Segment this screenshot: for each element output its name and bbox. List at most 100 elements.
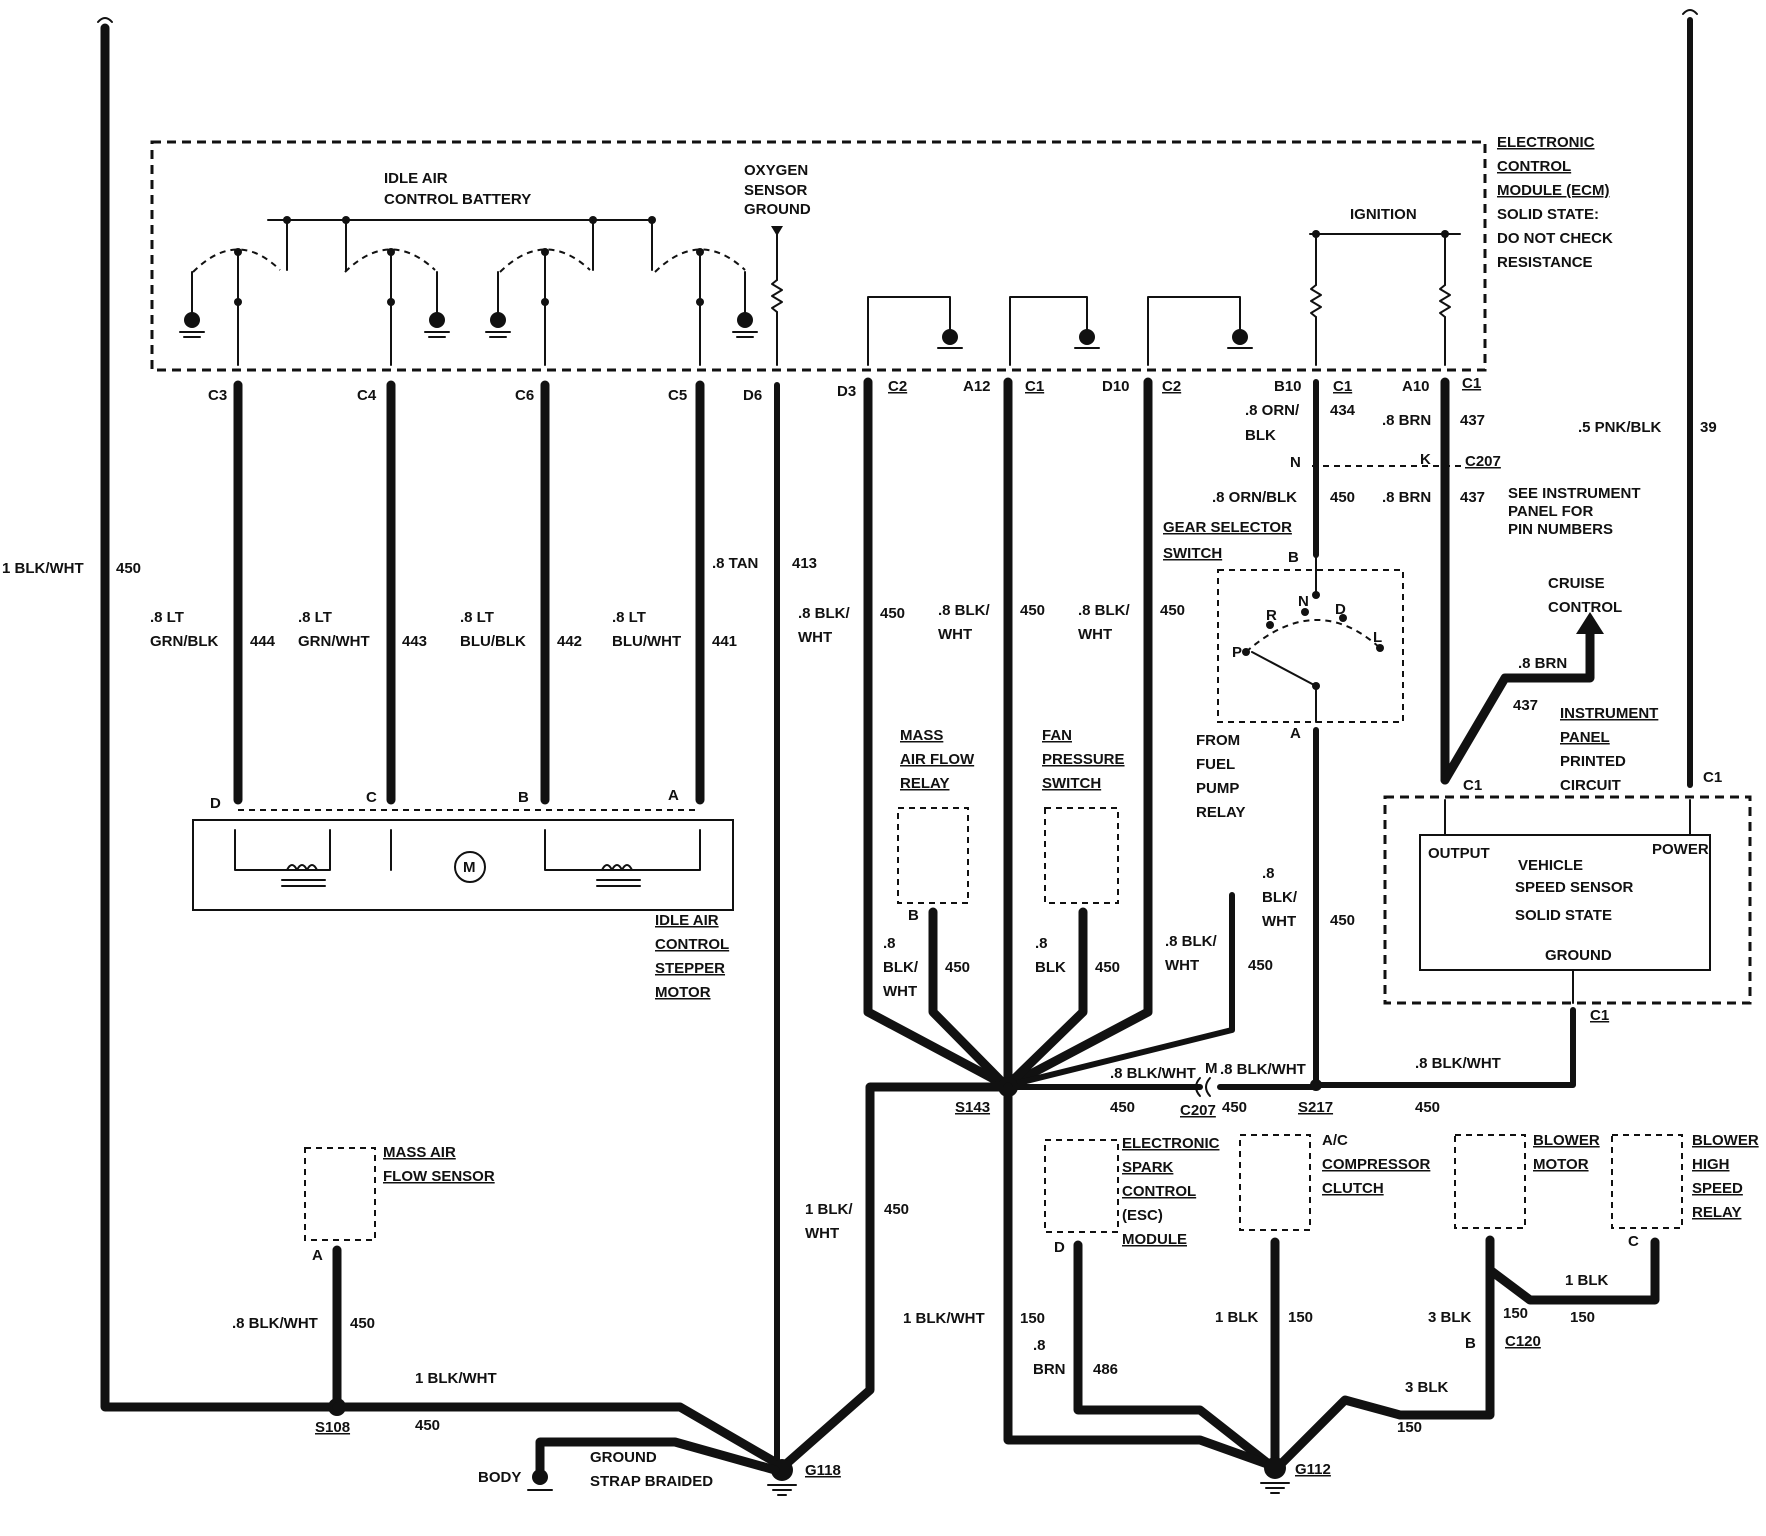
svg-text:G118: G118 (805, 1462, 841, 1479)
svg-text:STEPPER: STEPPER (655, 960, 725, 977)
svg-text:MASS: MASS (900, 727, 943, 744)
svg-text:WHT: WHT (798, 629, 832, 646)
svg-text:COMPRESSOR: COMPRESSOR (1322, 1156, 1431, 1173)
svg-text:486: 486 (1093, 1361, 1118, 1378)
svg-text:K: K (1420, 451, 1431, 468)
svg-text:.8 TAN: .8 TAN (712, 555, 758, 572)
svg-text:MODULE (ECM): MODULE (ECM) (1497, 182, 1610, 199)
wire-a10: .8 BRN 437 (1382, 377, 1485, 785)
svg-text:DO NOT CHECK: DO NOT CHECK (1497, 230, 1613, 247)
svg-text:FROM: FROM (1196, 732, 1240, 749)
wire-413: .8 TAN 413 (712, 382, 817, 1468)
blower-high-speed-relay: BLOWER HIGH SPEED RELAY C 1 BLK 150 (1565, 1132, 1759, 1326)
svg-text:RELAY: RELAY (900, 775, 949, 792)
svg-text:SPEED SENSOR: SPEED SENSOR (1515, 879, 1634, 896)
svg-text:BLU/BLK: BLU/BLK (460, 633, 526, 650)
svg-text:B: B (1288, 549, 1299, 566)
svg-text:GROUND: GROUND (590, 1449, 657, 1466)
svg-text:.8: .8 (1035, 935, 1048, 952)
svg-text:(ESC): (ESC) (1122, 1207, 1163, 1224)
svg-text:PANEL FOR: PANEL FOR (1508, 503, 1593, 520)
iac-driver-network (179, 216, 1461, 366)
mass-air-flow-sensor: MASS AIR FLOW SENSOR A .8 BLK/WHT 450 (232, 1144, 495, 1412)
svg-text:RELAY: RELAY (1196, 804, 1245, 821)
svg-text:BLK/: BLK/ (1262, 889, 1298, 906)
svg-text:RESISTANCE: RESISTANCE (1497, 254, 1593, 271)
svg-text:C1: C1 (1462, 375, 1481, 392)
svg-text:450: 450 (1160, 602, 1185, 619)
svg-text:.8 BLK/: .8 BLK/ (938, 602, 991, 619)
wire-d3: .8 BLK/ WHT 450 (798, 377, 1010, 1090)
svg-text:A10: A10 (1402, 378, 1430, 395)
svg-text:BRN: BRN (1033, 1361, 1066, 1378)
wire-a12: .8 BLK/ WHT 450 (938, 377, 1045, 1090)
svg-text:G112: G112 (1295, 1461, 1331, 1478)
svg-text:150: 150 (1397, 1419, 1422, 1436)
svg-text:150: 150 (1570, 1309, 1595, 1326)
svg-text:443: 443 (402, 633, 427, 650)
svg-text:VEHICLE: VEHICLE (1518, 857, 1583, 874)
svg-text:CONTROL: CONTROL (1548, 599, 1622, 616)
svg-text:.8 BRN: .8 BRN (1382, 489, 1431, 506)
svg-text:450: 450 (880, 605, 905, 622)
svg-text:BLK/: BLK/ (883, 959, 919, 976)
svg-text:GEAR SELECTOR: GEAR SELECTOR (1163, 519, 1292, 536)
extra-drops: .8 BLK/ WHT 450 .8 BLK/ WHT WHT (1007, 865, 1298, 1088)
svg-text:D: D (210, 795, 221, 812)
svg-text:M: M (463, 859, 476, 876)
svg-text:39: 39 (1700, 419, 1717, 436)
svg-text:.8 LT: .8 LT (298, 609, 332, 626)
s217-splice: S217 .8 BLK/WHT 450 (1298, 1055, 1501, 1116)
svg-text:ELECTRONIC: ELECTRONIC (1122, 1135, 1220, 1152)
svg-text:450: 450 (1415, 1099, 1440, 1116)
s143-splice: S143 M C207 .8 BLK/WHT 450 .8 BLK/WHT 45… (955, 1060, 1319, 1119)
svg-text:1 BLK/WHT: 1 BLK/WHT (903, 1310, 985, 1327)
svg-text:BLK: BLK (1035, 959, 1066, 976)
svg-text:OXYGEN: OXYGEN (744, 162, 808, 179)
svg-text:B: B (1465, 1335, 1476, 1352)
svg-text:R: R (1266, 607, 1277, 624)
svg-text:PRESSURE: PRESSURE (1042, 751, 1125, 768)
svg-text:450: 450 (1330, 489, 1355, 506)
instrument-panel: INSTRUMENT PANEL PRINTED CIRCUIT C1 C1 O… (1313, 705, 1752, 1088)
svg-text:441: 441 (712, 633, 737, 650)
svg-text:C207: C207 (1180, 1102, 1216, 1119)
svg-text:PUMP: PUMP (1196, 780, 1239, 797)
svg-text:1 BLK: 1 BLK (1565, 1272, 1609, 1289)
svg-text:150: 150 (1020, 1310, 1045, 1327)
svg-text:C6: C6 (515, 387, 534, 404)
svg-text:CLUTCH: CLUTCH (1322, 1180, 1384, 1197)
svg-text:450: 450 (1110, 1099, 1135, 1116)
svg-text:GRN/WHT: GRN/WHT (298, 633, 370, 650)
svg-text:.8: .8 (1262, 865, 1275, 882)
svg-text:GRN/BLK: GRN/BLK (150, 633, 218, 650)
svg-text:.8 BRN: .8 BRN (1382, 412, 1431, 429)
svg-text:C1: C1 (1590, 1007, 1609, 1024)
svg-text:444: 444 (250, 633, 276, 650)
iac-wires: .8 LT GRN/BLK 444 .8 LT GRN/WHT 443 .8 L… (150, 380, 737, 805)
svg-text:.8 BLK/: .8 BLK/ (1165, 933, 1218, 950)
wire-s143-g112: 1 BLK/WHT 150 (903, 1082, 1275, 1470)
svg-text:.8 ORN/: .8 ORN/ (1245, 402, 1300, 419)
svg-text:CRUISE: CRUISE (1548, 575, 1605, 592)
g118-ground: G118 GROUND STRAP BRAIDED BODY (478, 1437, 841, 1496)
svg-text:S217: S217 (1298, 1099, 1333, 1116)
svg-text:HIGH: HIGH (1692, 1156, 1730, 1173)
svg-text:PRINTED: PRINTED (1560, 753, 1626, 770)
svg-text:FLOW SENSOR: FLOW SENSOR (383, 1168, 495, 1185)
svg-text:MODULE: MODULE (1122, 1231, 1187, 1248)
svg-text:N: N (1290, 454, 1301, 471)
svg-text:437: 437 (1460, 412, 1485, 429)
mass-air-flow-relay: MASS AIR FLOW RELAY B .8 BLK/ WHT 450 (883, 727, 1010, 1090)
svg-text:STRAP BRAIDED: STRAP BRAIDED (590, 1473, 713, 1490)
svg-text:434: 434 (1330, 402, 1356, 419)
svg-text:SPARK: SPARK (1122, 1159, 1174, 1176)
svg-text:IDLE AIR: IDLE AIR (384, 170, 448, 187)
svg-text:WHT: WHT (1078, 626, 1112, 643)
svg-text:C4: C4 (357, 387, 377, 404)
svg-text:C1: C1 (1333, 378, 1352, 395)
svg-text:150: 150 (1288, 1309, 1313, 1326)
svg-text:1 BLK: 1 BLK (1215, 1309, 1259, 1326)
svg-text:450: 450 (1222, 1099, 1247, 1116)
svg-text:450: 450 (116, 560, 141, 577)
